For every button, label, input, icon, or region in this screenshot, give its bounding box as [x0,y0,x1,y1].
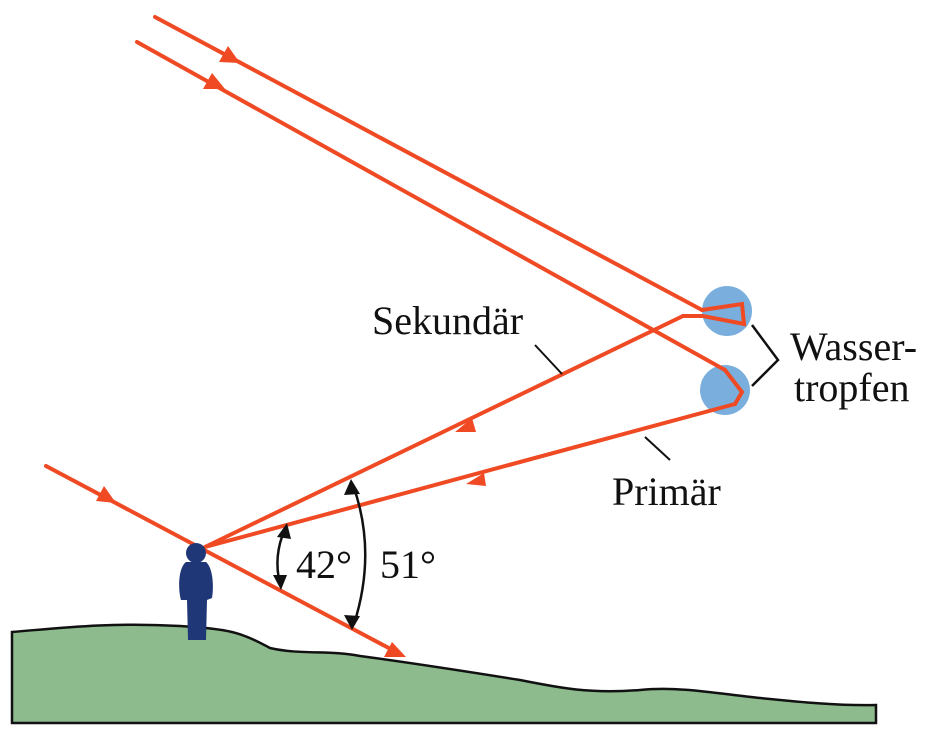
arc-42-arrow-bottom [273,575,287,590]
ground-hill [10,623,878,725]
droplet-bracket [750,324,780,387]
angle-51-label: 51° [380,542,436,587]
primary-internal-path [723,368,745,406]
angle-arc-51 [351,484,367,625]
secondary-label: Sekundär [372,298,523,343]
primary-leader [644,436,671,461]
person-silhouette-icon [179,543,213,640]
arrow-head-ground [384,642,406,657]
arc-42-arrow-top [277,523,291,539]
arc-51-arrow-top [344,479,360,495]
secondary-internal-path [681,301,747,327]
droplets-label-line1: Wasser- [790,324,917,369]
arrow-head-incoming-observer [96,486,116,503]
arrow-head-sun-lower [203,73,225,89]
droplets-label-line2: tropfen [794,365,910,410]
arrow-head-secondary [455,418,476,432]
primary-ray [203,402,737,549]
angle-42-label: 42° [296,542,352,587]
sun-ray-lower [135,40,727,372]
secondary-ray [203,314,685,549]
secondary-leader [534,344,563,375]
arc-51-arrow-bottom [344,615,360,630]
primary-label: Primär [612,469,721,514]
sun-ray-upper [153,15,704,312]
arrow-head-sun-upper [219,46,240,63]
arrow-head-primary [466,473,486,486]
